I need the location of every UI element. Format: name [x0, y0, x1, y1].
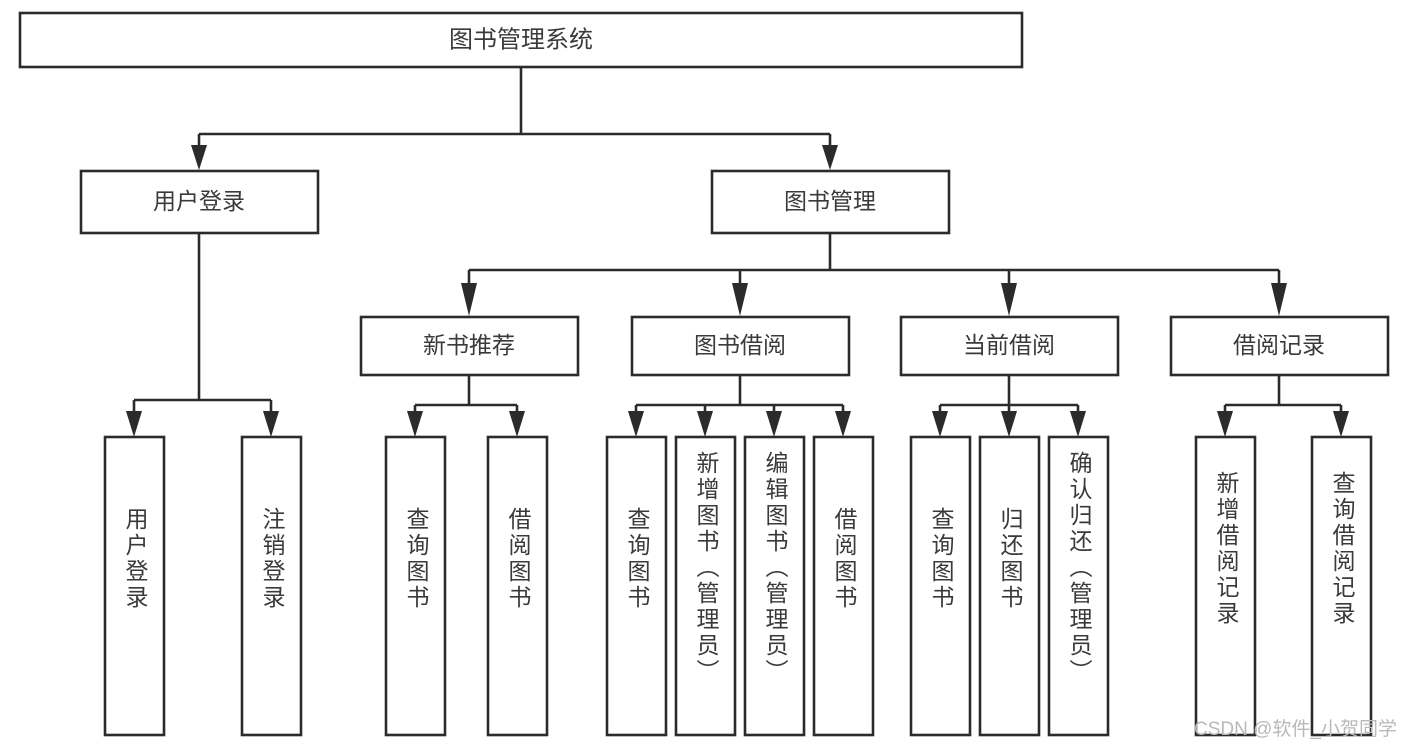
leaf-add-record-box[interactable] — [1194, 435, 1257, 737]
arrowhead-bb-leaf-4 — [835, 411, 851, 437]
leaf-edit-book-box[interactable] — [743, 435, 806, 737]
node-book-management-box[interactable] — [710, 169, 951, 235]
leaf-query-record-box[interactable] — [1310, 435, 1373, 737]
arrowhead-br-leaf-2 — [1333, 411, 1349, 437]
node-book-borrow-box[interactable] — [630, 315, 851, 377]
leaf-return-book-box[interactable] — [978, 435, 1041, 737]
arrowhead-root-to-user-login — [191, 145, 207, 170]
node-new-book-recommend-label: 新书推荐 — [423, 332, 515, 358]
arrowhead-bb-leaf-1 — [628, 411, 644, 437]
leaf-borrow-book-2-box[interactable] — [812, 435, 875, 737]
node-user-login-label: 用户登录 — [153, 188, 245, 214]
leaf-confirm-return-box[interactable] — [1047, 435, 1110, 737]
arrowhead-bm-to-current-borrow — [1001, 283, 1017, 316]
node-root-box[interactable] — [18, 11, 1024, 69]
node-book-management-label: 图书管理 — [784, 188, 876, 214]
leaf-logout-box[interactable] — [240, 435, 303, 737]
arrowhead-bb-leaf-2 — [697, 411, 713, 437]
arrowhead-cb-leaf-1 — [932, 411, 948, 437]
node-new-book-recommend-box[interactable] — [359, 315, 580, 377]
arrowhead-bm-to-book-borrow — [732, 283, 748, 316]
arrowhead-br-leaf-1 — [1217, 411, 1233, 437]
leaf-add-book-box[interactable] — [674, 435, 737, 737]
node-book-borrow-label: 图书借阅 — [694, 332, 786, 358]
arrowhead-root-to-book-management — [822, 145, 838, 170]
leaf-borrow-book-1-box[interactable] — [486, 435, 549, 737]
node-current-borrow-label: 当前借阅 — [963, 332, 1055, 358]
node-root-label: 图书管理系统 — [449, 26, 593, 53]
arrowhead-bb-leaf-3 — [766, 411, 782, 437]
arrowhead-cb-leaf-2 — [1001, 411, 1017, 437]
arrowhead-bm-to-borrow-record — [1271, 283, 1287, 316]
node-borrow-record-label: 借阅记录 — [1233, 332, 1325, 358]
leaf-user-login-box[interactable] — [103, 435, 166, 737]
arrowhead-nbr-leaf-1 — [407, 411, 423, 437]
arrowhead-cb-leaf-3 — [1070, 411, 1086, 437]
node-borrow-record-box[interactable] — [1169, 315, 1390, 377]
arrowhead-bm-to-new-book-recommend — [461, 283, 477, 316]
node-current-borrow-box[interactable] — [899, 315, 1120, 377]
arrowhead-user-login-leaf-2 — [263, 411, 279, 437]
arrowhead-user-login-leaf-1 — [126, 411, 142, 437]
arrowhead-nbr-leaf-2 — [509, 411, 525, 437]
leaf-query-book-3-box[interactable] — [909, 435, 972, 737]
leaf-query-book-2-box[interactable] — [605, 435, 668, 737]
leaf-query-book-1-box[interactable] — [384, 435, 447, 737]
